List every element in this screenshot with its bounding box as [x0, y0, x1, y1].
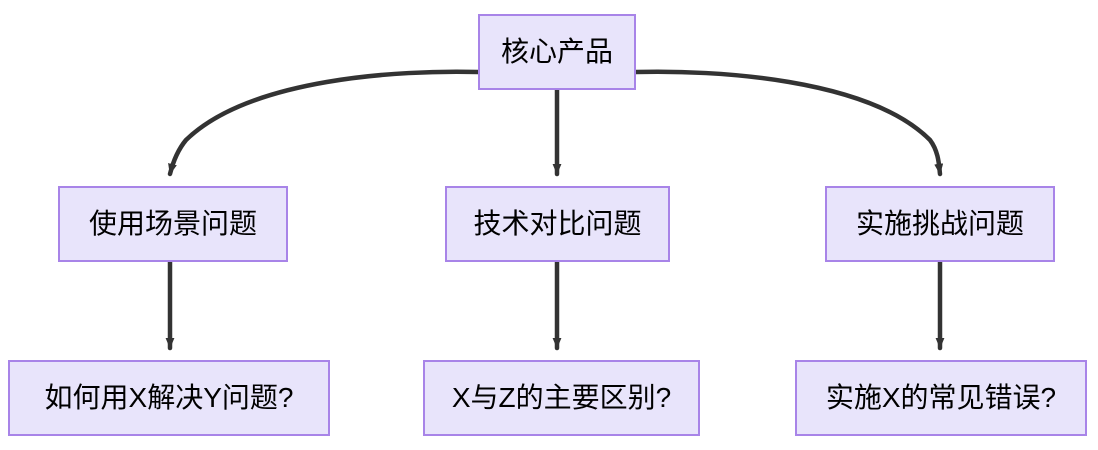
node-root[interactable]: 核心产品: [478, 14, 636, 90]
edge-root-to-branch1: [167, 69, 481, 177]
node-branch-implementation-challenge-label: 实施挑战问题: [855, 208, 1024, 239]
node-leaf-how-to-solve-label: 如何用X解决Y问题?: [44, 382, 294, 413]
node-leaf-key-difference[interactable]: X与Z的主要区别?: [423, 360, 700, 436]
node-leaf-key-difference-label: X与Z的主要区别?: [451, 382, 672, 413]
node-branch-tech-comparison[interactable]: 技术对比问题: [445, 186, 670, 262]
node-branch-usage-scenario-label: 使用场景问题: [88, 208, 257, 239]
node-root-label: 核心产品: [500, 36, 613, 67]
node-leaf-common-mistakes[interactable]: 实施X的常见错误?: [795, 360, 1087, 436]
node-branch-tech-comparison-label: 技术对比问题: [473, 208, 642, 239]
node-branch-usage-scenario[interactable]: 使用场景问题: [58, 186, 288, 262]
edge-root-to-branch3: [633, 69, 944, 177]
node-branch-implementation-challenge[interactable]: 实施挑战问题: [825, 186, 1055, 262]
node-leaf-how-to-solve[interactable]: 如何用X解决Y问题?: [8, 360, 330, 436]
node-leaf-common-mistakes-label: 实施X的常见错误?: [825, 382, 1057, 413]
